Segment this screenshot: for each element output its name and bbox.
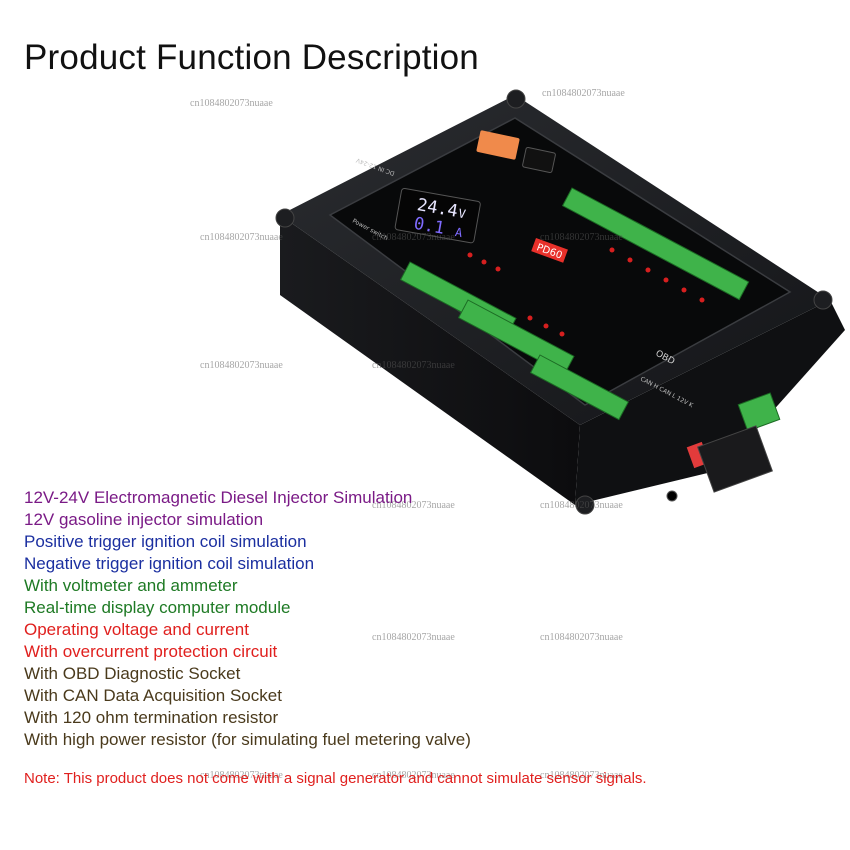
feature-item: With voltmeter and ammeter [24, 576, 238, 595]
display-voltage-unit: V [457, 206, 467, 221]
feature-item: 12V gasoline injector simulation [24, 510, 264, 529]
feature-item: With OBD Diagnostic Socket [24, 664, 241, 683]
feature-item: With high power resistor (for simulating… [24, 730, 471, 749]
feature-item: Positive trigger ignition coil simulatio… [24, 532, 307, 551]
terminal-block-ignition-2 [457, 299, 575, 375]
watermark: cn1084802073nuaae [540, 770, 623, 781]
watermark: cn1084802073nuaae [540, 232, 623, 243]
screw [813, 290, 833, 310]
watermark: cn1084802073nuaae [372, 770, 455, 781]
watermark: cn1084802073nuaae [190, 98, 273, 109]
feature-item: 12V-24V Electromagnetic Diesel Injector … [24, 488, 413, 507]
watermark: cn1084802073nuaae [372, 360, 455, 371]
screw [575, 495, 595, 515]
feature-item: Negative trigger ignition coil simulatio… [24, 554, 315, 573]
terminal-block-diesel [561, 187, 750, 301]
page-title: Product Function Description [24, 38, 479, 77]
feature-item: With 120 ohm termination resistor [24, 708, 279, 727]
display-current-unit: A [454, 225, 464, 240]
watermark: cn1084802073nuaae [372, 500, 455, 511]
voltmeter-ammeter-display: 24.4 V 0.1 A [394, 187, 481, 244]
dc-connector [522, 146, 556, 174]
watermark: cn1084802073nuaae [540, 632, 623, 643]
terminal-block-gasoline [529, 354, 629, 421]
watermark: cn1084802073nuaae [200, 770, 283, 781]
watermark: cn1084802073nuaae [200, 360, 283, 371]
watermark: cn1084802073nuaae [540, 500, 623, 511]
feature-item: Operating voltage and current [24, 620, 249, 639]
device-left-side [280, 215, 580, 505]
screw [275, 208, 295, 228]
feature-item: With CAN Data Acquisition Socket [24, 686, 282, 705]
obd-socket [697, 425, 773, 493]
disclaimer-note: Note: This product does not come with a … [24, 770, 647, 787]
watermark: cn1084802073nuaae [542, 88, 625, 99]
device-right-side [575, 300, 845, 505]
screw [506, 89, 526, 109]
watermark: cn1084802073nuaae [372, 232, 455, 243]
watermark: cn1084802073nuaae [200, 232, 283, 243]
feature-list: 12V-24V Electromagnetic Diesel Injector … [24, 487, 584, 751]
side-green-connector [737, 392, 781, 432]
power-connector [476, 130, 520, 160]
indicator-leds [467, 247, 705, 337]
watermark: cn1084802073nuaae [372, 632, 455, 643]
dc-jack [666, 490, 678, 502]
feature-item: With overcurrent protection circuit [24, 642, 278, 661]
feature-item: Real-time display computer module [24, 598, 291, 617]
